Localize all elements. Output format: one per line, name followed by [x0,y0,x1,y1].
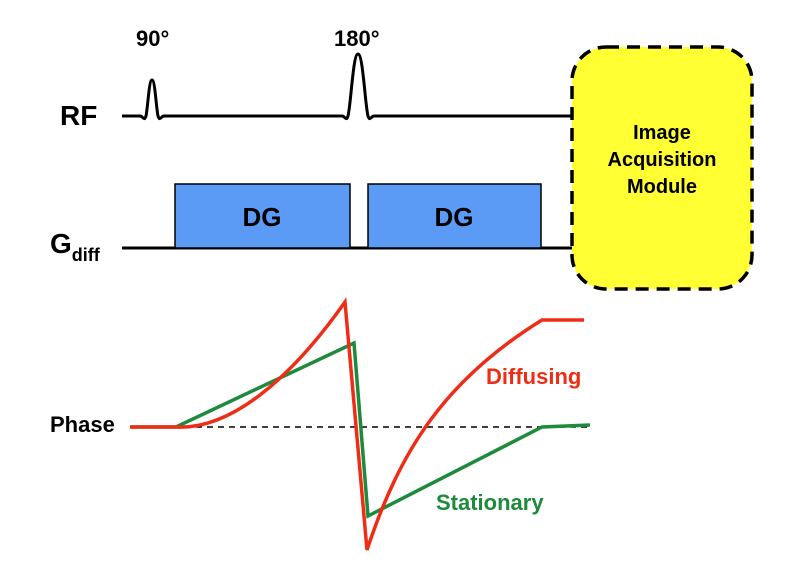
module-line-2: Acquisition [608,149,717,171]
gradient-lobe-left [174,183,351,249]
pulse-90-label: 90° [136,26,169,51]
gdiff-subscript: diff [72,245,101,265]
phase-label: Phase [50,412,115,437]
diffusing-label: Diffusing [486,364,581,389]
module-line-1: Image [633,122,691,144]
pulse-180-label: 180° [334,26,380,51]
module-line-3: Module [627,176,697,198]
stationary-label: Stationary [436,490,544,515]
gradient-left-label: DG [243,202,282,232]
gradient-lobe-right [367,183,542,249]
image-acquisition-module [570,45,754,291]
gdiff-label: Gdiff [50,228,101,265]
rf-waveform [122,52,572,121]
diffusing-curve [130,297,584,551]
gdiff-main: G [50,228,72,259]
gradient-right-label: DG [435,202,474,232]
rf-label: RF [60,100,97,131]
